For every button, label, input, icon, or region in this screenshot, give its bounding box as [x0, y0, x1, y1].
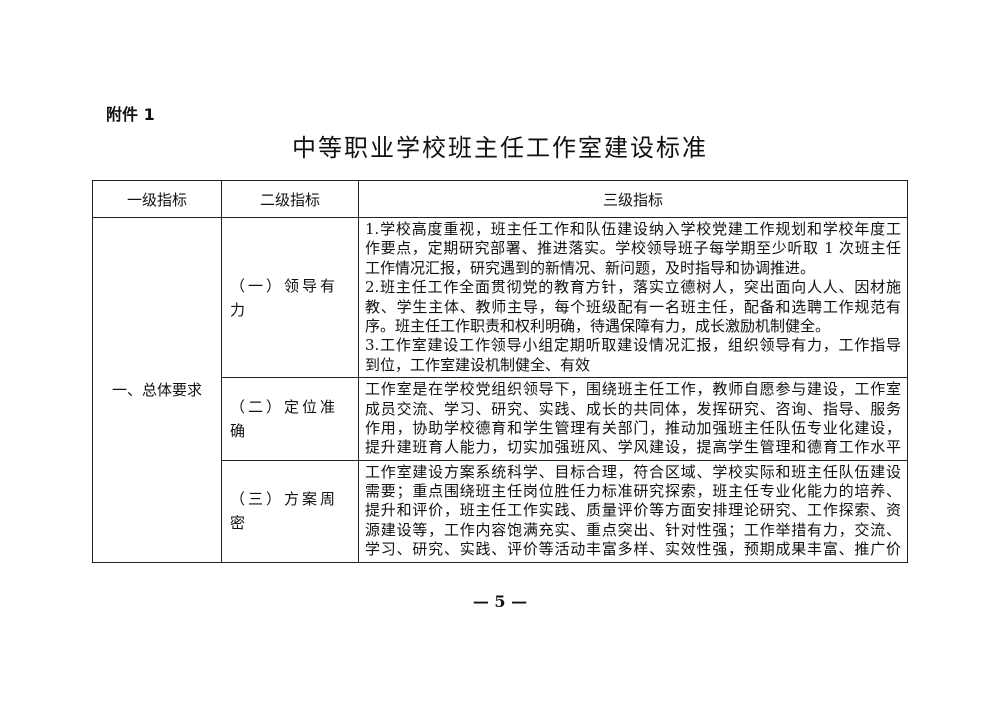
text-line: 提升和评价，班主任工作实践、质量评价等方面安排理论研究、工作探索、资 — [365, 501, 901, 520]
text-line: 需要；重点围绕班主任岗位胜任力标准研究探索，班主任专业化能力的培养、 — [365, 482, 901, 501]
header-level2: 二级指标 — [221, 180, 359, 218]
text-line: 作要点，定期研究部署、推进落实。学校领导班子每学期至少听取 1 次班主任 — [365, 239, 901, 258]
text-line: 3.工作室建设工作领导小组定期听取建设情况汇报，组织领导有力，工作指导 — [365, 336, 901, 355]
header-level3: 三级指标 — [358, 180, 908, 218]
table-header-row: 一级指标 二级指标 三级指标 — [92, 180, 908, 218]
level2-cell: （三）方案周密 — [221, 459, 359, 563]
attachment-label: 附件 1 — [106, 105, 155, 124]
table-row: 一、总体要求 （一）领导有力 1.学校高度重视，班主任工作和队伍建设纳入学校党建… — [92, 216, 908, 563]
text-line: 到位，工作室建设机制健全、有效 — [365, 355, 591, 374]
table-row: （二）定位准确 工作室是在学校党组织领导下，围绕班主任工作，教师自愿参与建设，工… — [93, 377, 908, 461]
text-line: 成员交流、学习、研究、实践、成长的共同体，发挥研究、咨询、指导、服务 — [365, 399, 901, 418]
text-line: 序。班主任工作职责和权利明确，待遇保障有力，成长激励机制健全。 — [365, 316, 831, 335]
text-line: 1.学校高度重视，班主任工作和队伍建设纳入学校党建工作规划和学校年度工 — [365, 220, 901, 238]
text-line: 工作室是在学校党组织领导下，围绕班主任工作，教师自愿参与建设，工作室 — [365, 380, 901, 399]
level2-cell: （二）定位准确 — [221, 377, 359, 461]
text-line: 学习、研究、实践、评价等活动丰富多样、实效性强，预期成果丰富、推广价 — [365, 540, 901, 559]
page-number: — 5 — — [472, 592, 528, 611]
level1-cell: 一、总体要求 — [92, 217, 222, 563]
standards-table: 一级指标 二级指标 三级指标 一、总体要求 （一）领导有力 1.学校高度重视，班… — [92, 180, 908, 563]
text-line: 工作室建设方案系统科学、目标合理，符合区域、学校实际和班主任队伍建设 — [365, 462, 901, 481]
table-row: （三）方案周密 工作室建设方案系统科学、目标合理，符合区域、学校实际和班主任队伍… — [93, 459, 908, 563]
level3-cell: 1.学校高度重视，班主任工作和队伍建设纳入学校党建工作规划和学校年度工作要点，定… — [358, 216, 908, 379]
level3-cell: 工作室是在学校党组织领导下，围绕班主任工作，教师自愿参与建设，工作室成员交流、学… — [358, 377, 908, 461]
header-level1: 一级指标 — [92, 180, 222, 218]
level2-cell: （一）领导有力 — [221, 216, 359, 379]
text-line: 工作情况汇报，研究遇到的新情况、新问题，及时指导和协调推进。 — [365, 258, 816, 277]
level3-cell: 工作室建设方案系统科学、目标合理，符合区域、学校实际和班主任队伍建设需要；重点围… — [358, 459, 908, 563]
text-line: 提升建班育人能力，切实加强班风、学风建设，提高学生管理和德育工作水平 — [365, 438, 901, 457]
document-title: 中等职业学校班主任工作室建设标准 — [292, 134, 708, 162]
text-line: 2.班主任工作全面贯彻党的教育方针，落实立德树人，突出面向人人、因材施 — [365, 278, 901, 297]
text-line: 源建设等，工作内容饱满充实、重点突出、针对性强；工作举措有力，交流、 — [365, 520, 901, 539]
text-line: 教、学生主体、教师主导，每个班级配有一名班主任，配备和选聘工作规范有 — [365, 297, 901, 316]
text-line: 作用，协助学校德育和学生管理有关部门，推动加强班主任队伍专业化建设， — [365, 418, 901, 437]
